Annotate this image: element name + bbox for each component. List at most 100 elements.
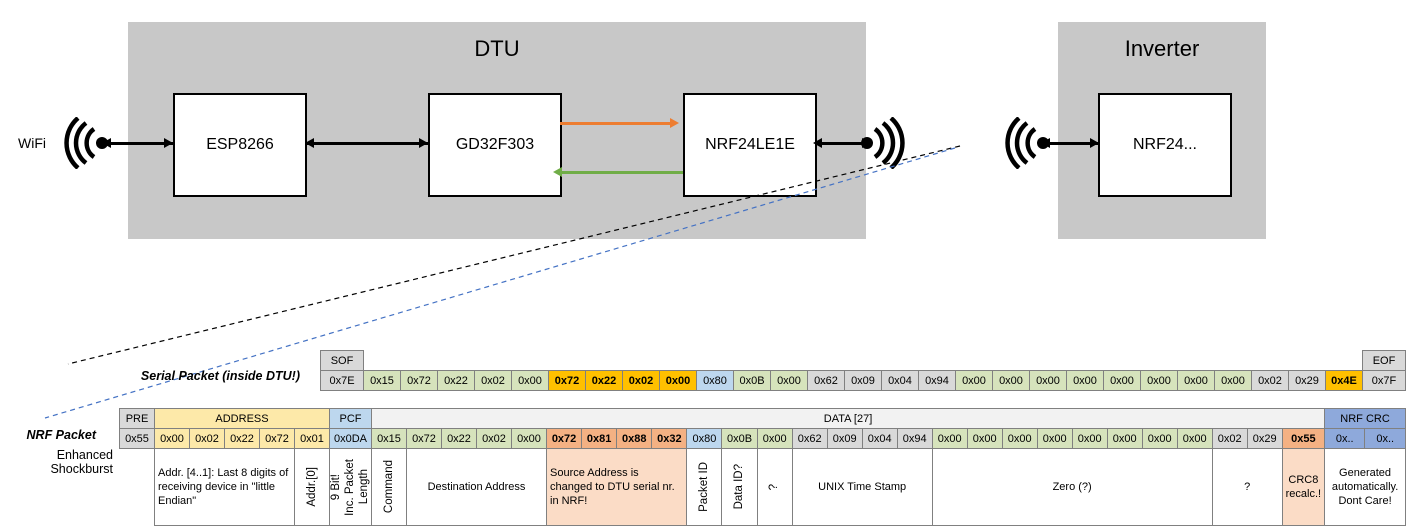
inverter-title: Inverter [1124, 36, 1200, 61]
arrowhead-left-nrf [813, 138, 822, 148]
arrowhead-right-esp [164, 138, 173, 148]
nrf-byte: 0x00 [931, 428, 968, 449]
link-inverter-antenna-nrf24 [1043, 142, 1098, 145]
nrf-byte: 0x02 [1211, 428, 1248, 449]
link-nrf-to-gd32-rx [560, 171, 683, 174]
nrf-packet-header-row: PRE ADDRESS PCF DATA [27] NRF CRC [119, 408, 1406, 429]
serial-byte: 0x00 [1177, 370, 1215, 391]
nrf-packet-label: NRF Packet [26, 428, 96, 442]
serial-byte: 0x00 [659, 370, 697, 391]
link-nrf-antenna [815, 142, 870, 145]
arrowhead-left-wifi [102, 138, 111, 148]
desc-pcf-line2: Inc. Packet [344, 458, 356, 516]
serial-byte: 0x00 [770, 370, 808, 391]
chip-nrf24le1e-label: NRF24LE1E [705, 136, 795, 153]
desc-crc8: CRC8 recalc.! [1281, 448, 1326, 526]
nrf-address-byte: 0x72 [259, 428, 295, 449]
arrowhead-left-esp [305, 138, 314, 148]
serial-byte: 0x00 [955, 370, 993, 391]
nrf-pre-byte: 0x55 [119, 428, 155, 449]
serial-byte: 0x15 [363, 370, 401, 391]
desc-pre-spacer [120, 449, 155, 526]
nrf-description-row: Addr. [4..1]: Last 8 digits of receiving… [120, 448, 1406, 526]
nrf-byte: 0x94 [896, 428, 933, 449]
serial-byte: 0x00 [1029, 370, 1067, 391]
nrf-byte: 0x29 [1246, 428, 1283, 449]
nrf-byte: 0x00 [1141, 428, 1178, 449]
desc-data-id-label: Data ID? [733, 464, 746, 510]
nrf-data-header: DATA [27] [370, 408, 1326, 429]
nrf-packet-byte-row: 0x55 0x00 0x02 0x22 0x72 0x01 0x0DA 0x15… [119, 428, 1406, 449]
desc-packet-id: Packet ID [686, 448, 723, 526]
nrf-packet-table: PRE ADDRESS PCF DATA [27] NRF CRC 0x55 0… [119, 408, 1406, 526]
nrf-byte: 0x32 [651, 428, 688, 449]
serial-byte: 0x72 [400, 370, 438, 391]
link-gd32-to-nrf-tx [560, 122, 674, 125]
serial-byte: 0x04 [881, 370, 919, 391]
desc-timestamp: UNIX Time Stamp [791, 448, 933, 526]
desc-pcf: 9 Bit! Inc. Packet Length [329, 448, 372, 526]
serial-packet-label: Serial Packet (inside DTU!) [140, 369, 300, 383]
packet-tables: Serial Packet (inside DTU!) SOF EOF 0x7E… [0, 340, 1406, 526]
desc-addr0: Addr.[0] [294, 448, 330, 526]
serial-eof-header: EOF [1362, 350, 1406, 371]
nrf-pcf-byte: 0x0DA [329, 428, 372, 449]
nrf-address-byte: 0x22 [224, 428, 260, 449]
chip-gd32f303: GD32F303 [428, 93, 562, 197]
chip-nrf24le1e: NRF24LE1E [683, 93, 817, 197]
serial-byte: 0x02 [622, 370, 660, 391]
arrowhead-right-nrf-tx [670, 118, 679, 128]
serial-byte: 0x02 [474, 370, 512, 391]
serial-byte: 0x09 [844, 370, 882, 391]
nrf-crc-header: NRF CRC [1324, 408, 1406, 429]
dtu-title: DTU [474, 36, 520, 61]
desc-command: Command [371, 448, 407, 526]
nrf-byte: 0x00 [1176, 428, 1213, 449]
desc-packet-id-label: Packet ID [697, 462, 710, 512]
nrf-byte: 0x62 [791, 428, 828, 449]
chip-gd32f303-label: GD32F303 [455, 136, 535, 153]
nrf-byte: 0x04 [861, 428, 898, 449]
serial-packet-byte-row: 0x7E 0x15 0x72 0x22 0x02 0x00 0x72 0x22 … [320, 370, 1406, 391]
nrf-byte: 0x00 [1001, 428, 1038, 449]
nrf-byte: 0x00 [511, 428, 547, 449]
desc-zero: Zero (?) [931, 448, 1213, 526]
desc-unknown-1: ? [756, 448, 793, 526]
desc-address: Addr. [4..1]: Last 8 digits of receiving… [154, 448, 295, 526]
desc-unknown-1-label: ? [768, 483, 781, 491]
chip-nrf24: NRF24... [1098, 93, 1232, 197]
nrf-byte: 0x0B [721, 428, 758, 449]
chip-nrf24-label: NRF24... [1132, 136, 1197, 153]
serial-byte: 0x80 [696, 370, 734, 391]
nrf-byte: 0x00 [966, 428, 1003, 449]
desc-destination: Destination Address [406, 448, 547, 526]
arrowhead-right-dtu-antenna [862, 138, 871, 148]
desc-source: Source Address is changed to DTU serial … [545, 448, 688, 526]
desc-data-id: Data ID? [721, 448, 758, 526]
serial-byte: 0x00 [1214, 370, 1252, 391]
desc-pcf-line1: 9 Bit! [330, 473, 343, 501]
serial-eof-byte: 0x7F [1362, 370, 1406, 391]
nrf-byte: 0x22 [441, 428, 477, 449]
desc-nrf-crc: Generated automatically. Dont Care! [1324, 448, 1406, 526]
desc-unknown-2: ? [1211, 448, 1283, 526]
nrf-byte: 0x72 [406, 428, 442, 449]
nrf-address-header: ADDRESS [154, 408, 330, 429]
serial-packet-table: SOF EOF 0x7E 0x15 0x72 0x22 0x02 0x00 0x… [320, 350, 1406, 391]
link-esp-gd32 [305, 142, 428, 145]
nrf-byte: 0x02 [476, 428, 512, 449]
nrf-byte: 0x88 [616, 428, 653, 449]
arrowhead-left-inverter-antenna [1041, 138, 1050, 148]
serial-sof-header: SOF [320, 350, 364, 371]
serial-byte: 0x00 [1140, 370, 1178, 391]
nrf-byte: 0x00 [756, 428, 793, 449]
nrf-byte: 0x15 [371, 428, 407, 449]
nrf-address-byte: 0x01 [294, 428, 330, 449]
nrf-byte: 0x80 [686, 428, 723, 449]
nrf-byte: 0x00 [1071, 428, 1108, 449]
nrf-pre-header: PRE [119, 408, 155, 429]
serial-byte: 0x00 [511, 370, 549, 391]
nrf-byte: 0x72 [545, 428, 583, 449]
nrf-address-byte: 0x00 [154, 428, 190, 449]
serial-header-spacer [364, 351, 1363, 371]
